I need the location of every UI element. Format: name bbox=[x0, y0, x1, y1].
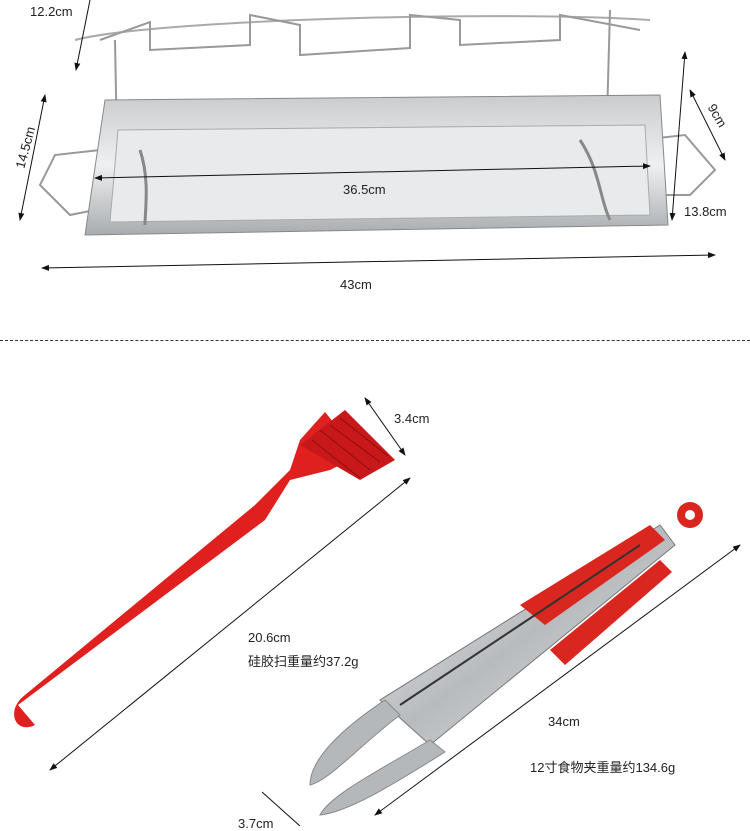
rack-height-label: 12.2cm bbox=[30, 4, 73, 19]
total-length-label: 43cm bbox=[340, 277, 372, 292]
rack-dimension-lines bbox=[18, 0, 726, 271]
brush-dimension-lines bbox=[49, 397, 411, 771]
silicone-brush bbox=[14, 410, 395, 728]
width-label: 13.8cm bbox=[684, 204, 727, 219]
inner-length-label: 36.5cm bbox=[343, 182, 386, 197]
tongs-weight-label: 12寸食物夹重量约134.6g bbox=[530, 760, 676, 775]
brush-weight-label: 硅胶扫重量约37.2g bbox=[248, 654, 359, 669]
wing-rack-tray bbox=[38, 9, 717, 236]
section-divider bbox=[0, 340, 750, 341]
tongs-dimension-lines bbox=[261, 544, 741, 826]
brush-head-width-label: 3.4cm bbox=[394, 411, 430, 426]
brush-length-label: 20.6cm bbox=[248, 630, 291, 645]
tongs-tip-width-label: 3.7cm bbox=[238, 816, 274, 831]
tongs-length-label: 34cm bbox=[548, 714, 580, 729]
